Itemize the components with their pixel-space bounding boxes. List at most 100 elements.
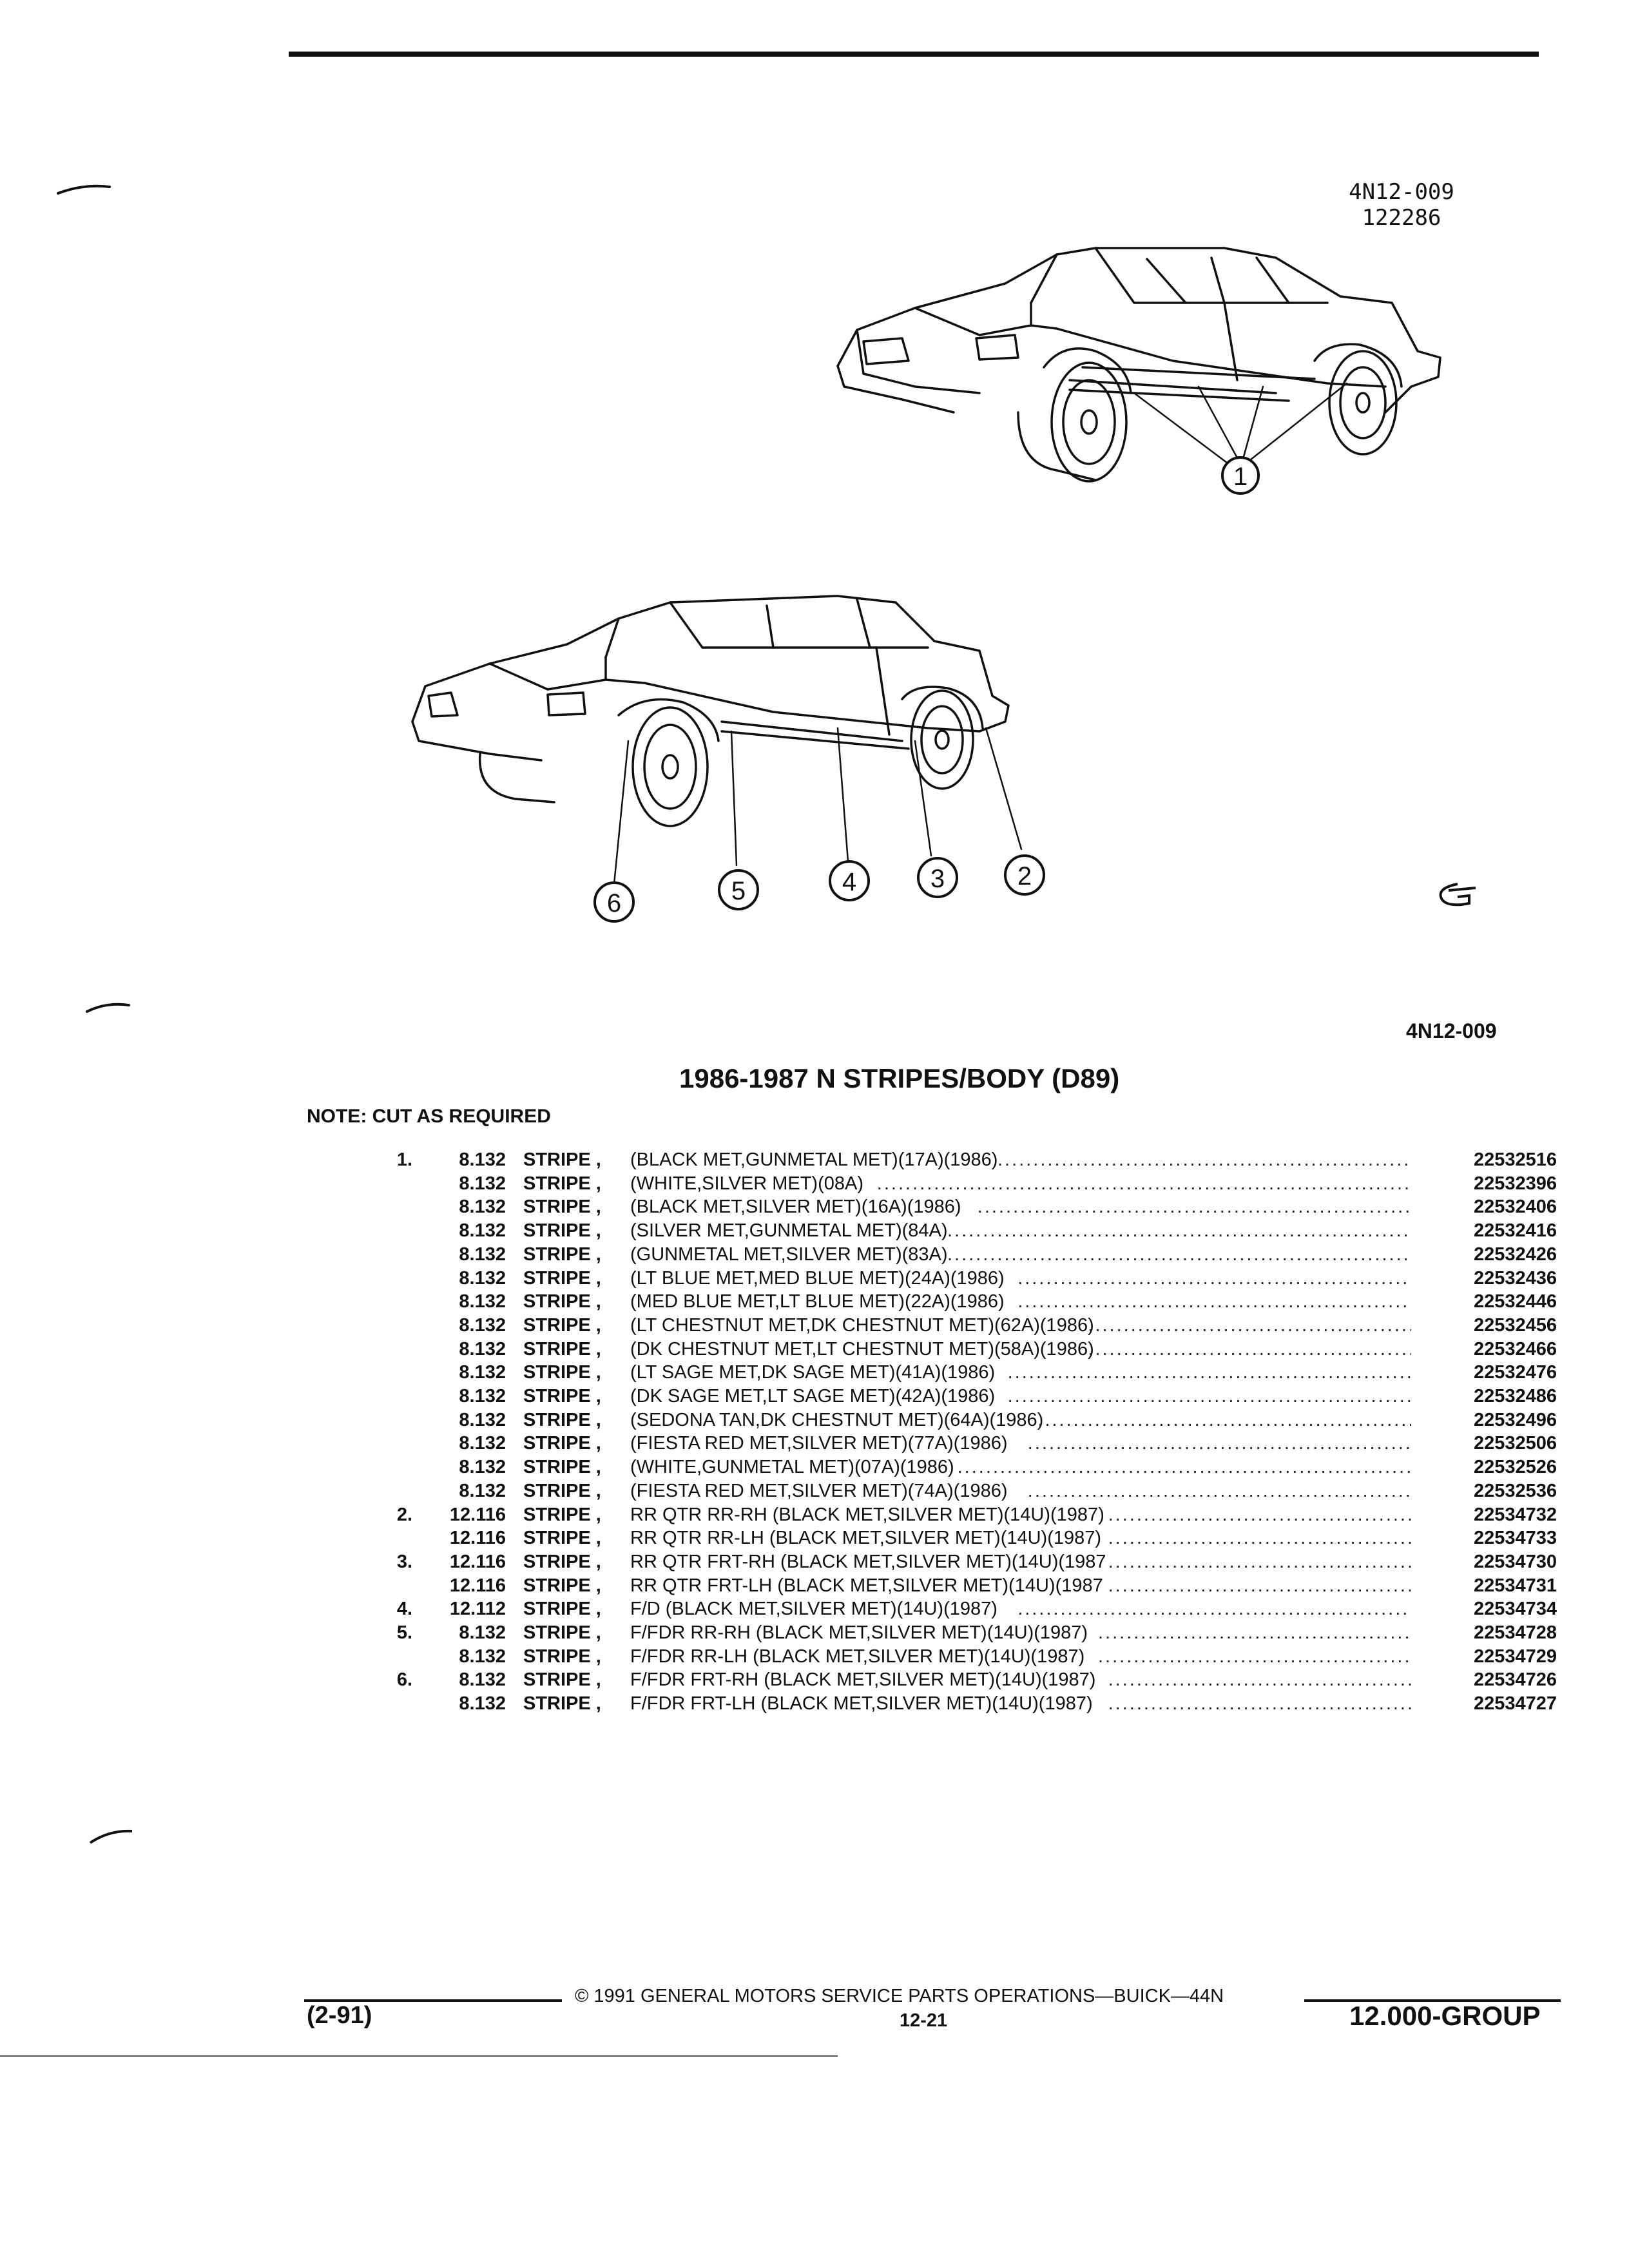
part-number: 22532416 — [1473, 1220, 1557, 1242]
part-name: STRIPE , — [523, 1528, 601, 1549]
part-quantity: 8.132 — [459, 1457, 506, 1478]
table-row: 8.132 STRIPE , (WHITE,GUNMETAL MET)(07A)(1… — [0, 1456, 1629, 1479]
part-name: STRIPE , — [523, 1504, 601, 1525]
callout-6-circle — [593, 881, 635, 923]
part-quantity: 8.132 — [459, 1244, 506, 1265]
leader-dots: ........................................… — [1088, 1338, 1411, 1360]
leader-dots: ........................................… — [1108, 1528, 1411, 1549]
callout-3-circle — [917, 857, 958, 898]
part-name: STRIPE , — [523, 1338, 601, 1360]
part-description: F/FDR RR-LH (BLACK MET,SILVER MET)(14U)(… — [630, 1646, 1085, 1667]
part-name: STRIPE , — [523, 1173, 601, 1194]
part-number: 22532536 — [1473, 1480, 1557, 1501]
part-description: (FIESTA RED MET,SILVER MET)(74A)(1986) — [630, 1480, 1008, 1501]
leader-dots: ........................................… — [1098, 1646, 1411, 1667]
leader-dots: ........................................… — [1007, 1362, 1411, 1383]
footer-date-code: (2-91) — [307, 2002, 372, 2029]
part-number: 22532456 — [1473, 1314, 1557, 1336]
parts-illustration: 1 2 3 4 5 6 — [0, 0, 1476, 1013]
leader-dots: ........................................… — [1017, 1599, 1411, 1620]
part-number: 22532506 — [1473, 1433, 1557, 1454]
leader-dots: ........................................… — [1108, 1693, 1411, 1715]
part-description: (SILVER MET,GUNMETAL MET)(84A) — [630, 1220, 948, 1242]
part-quantity: 8.132 — [459, 1480, 506, 1501]
part-number: 22532476 — [1473, 1362, 1557, 1383]
item-number: 4. — [396, 1599, 412, 1620]
leader-dots: ........................................… — [947, 1244, 1411, 1265]
callout-4-circle — [829, 860, 870, 901]
part-number: 22532426 — [1473, 1244, 1557, 1265]
part-description: RR QTR FRT-RH (BLACK MET,SILVER MET)(14U… — [630, 1551, 1106, 1572]
leader-dots: ........................................… — [998, 1149, 1411, 1170]
margin-mark — [89, 1829, 133, 1844]
figure-code-bottom: 4N12-009 — [1406, 1019, 1497, 1043]
part-name: STRIPE , — [523, 1291, 601, 1312]
part-description: (LT SAGE MET,DK SAGE MET)(41A)(1986) — [630, 1362, 996, 1383]
part-name: STRIPE , — [523, 1409, 601, 1430]
part-number: 22532466 — [1473, 1338, 1557, 1360]
callout-1-label: 1 — [1233, 463, 1248, 491]
part-description: (WHITE,GUNMETAL MET)(07A)(1986) — [630, 1457, 954, 1478]
part-quantity: 12.116 — [449, 1504, 506, 1525]
part-name: STRIPE , — [523, 1433, 601, 1454]
part-description: (BLACK MET,GUNMETAL MET)(17A)(1986) — [630, 1149, 998, 1170]
part-number: 22532496 — [1473, 1409, 1557, 1430]
part-name: STRIPE , — [523, 1669, 601, 1691]
leader-dots: ........................................… — [1037, 1409, 1411, 1430]
part-name: STRIPE , — [523, 1457, 601, 1478]
part-name: STRIPE , — [523, 1551, 601, 1572]
leader-dots: ........................................… — [977, 1196, 1411, 1218]
lower-car-drawing — [411, 595, 1010, 827]
part-number: 22534730 — [1473, 1551, 1557, 1572]
part-name: STRIPE , — [523, 1575, 601, 1596]
part-name: STRIPE , — [523, 1480, 601, 1501]
part-quantity: 8.132 — [459, 1338, 506, 1360]
table-row: 8.132 STRIPE , (GUNMETAL MET,SILVER MET)(8… — [0, 1243, 1629, 1266]
leader-dots: ........................................… — [1027, 1480, 1411, 1501]
callout-4-label: 4 — [842, 868, 856, 896]
part-name: STRIPE , — [523, 1386, 601, 1407]
figure-code-line2: 122286 — [1362, 205, 1441, 231]
part-name: STRIPE , — [523, 1220, 601, 1242]
leader-dots: ........................................… — [1017, 1291, 1411, 1312]
leader-dots: ........................................… — [1017, 1267, 1411, 1289]
part-description: RR QTR RR-LH (BLACK MET,SILVER MET)(14U)… — [630, 1528, 1102, 1549]
part-quantity: 8.132 — [459, 1693, 506, 1715]
leader-dots: ........................................… — [1108, 1575, 1411, 1596]
part-description: (SEDONA TAN,DK CHESTNUT MET)(64A)(1986) — [630, 1409, 1044, 1430]
part-name: STRIPE , — [523, 1599, 601, 1620]
part-number: 22534731 — [1473, 1575, 1557, 1596]
part-quantity: 8.132 — [459, 1173, 506, 1194]
part-quantity: 8.132 — [459, 1669, 506, 1691]
part-number: 22532516 — [1473, 1149, 1557, 1170]
footer-copyright: © 1991 GENERAL MOTORS SERVICE PARTS OPER… — [575, 1986, 1224, 2006]
part-quantity: 8.132 — [459, 1196, 506, 1218]
part-description: (GUNMETAL MET,SILVER MET)(83A) — [630, 1244, 948, 1265]
leader-dots: ........................................… — [1108, 1669, 1411, 1691]
part-description: (LT BLUE MET,MED BLUE MET)(24A)(1986) — [630, 1267, 1005, 1289]
part-quantity: 8.132 — [459, 1149, 506, 1170]
part-name: STRIPE , — [523, 1149, 601, 1170]
upper-car-drawing — [836, 247, 1441, 483]
figure-code-line1: 4N12-009 — [1349, 179, 1454, 205]
part-number: 22534728 — [1473, 1622, 1557, 1643]
callout-5-label: 5 — [731, 877, 746, 905]
part-description: F/FDR FRT-RH (BLACK MET,SILVER MET)(14U)… — [630, 1669, 1096, 1691]
part-description: (WHITE,SILVER MET)(08A) — [630, 1173, 863, 1194]
callout-3-label: 3 — [930, 865, 945, 893]
part-name: STRIPE , — [523, 1362, 601, 1383]
part-name: STRIPE , — [523, 1244, 601, 1265]
part-name: STRIPE , — [523, 1314, 601, 1336]
part-name: STRIPE , — [523, 1646, 601, 1667]
